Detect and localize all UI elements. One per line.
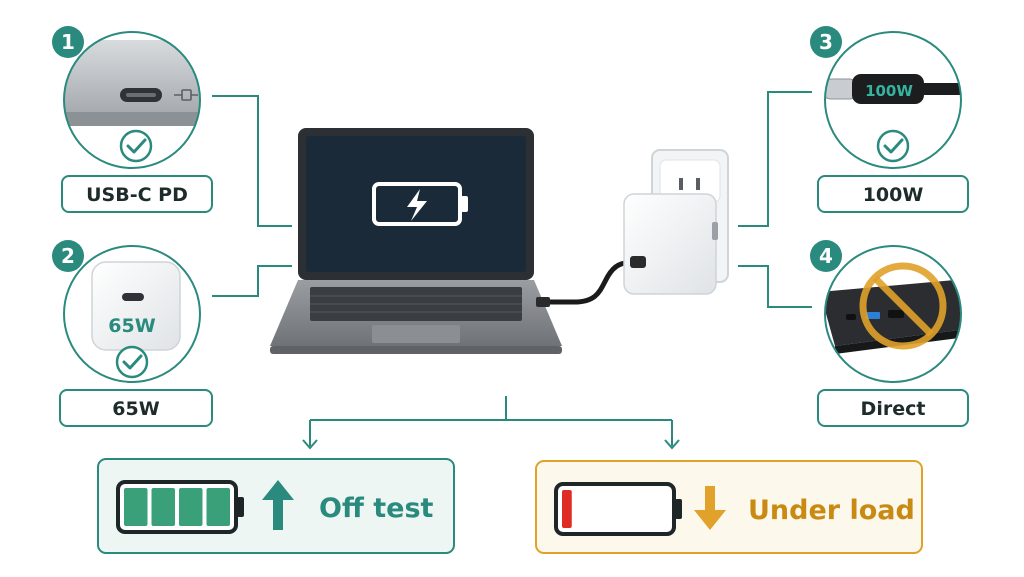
step-1-badge [52,26,84,58]
wall-charger-icon [623,149,729,295]
battery-full-icon [116,480,244,534]
charging-cable [540,259,637,305]
cable-wattage-text: 100W [865,82,913,100]
battery-cell [124,488,148,526]
connector-step-2 [212,265,292,297]
outcome-off-test-label: Off test [319,493,434,524]
check-icon [119,129,153,163]
charger-65w-illustration: 65W [91,261,181,351]
step-2-label: 65W [112,398,159,420]
step-3-group: 100W 3 100W [810,26,969,213]
cable-100w-illustration: 100W [825,74,961,104]
check-icon [115,345,149,379]
step-4-group: 4 Direct [810,240,969,427]
step-4-badge [810,240,842,272]
battery-cell [206,488,230,526]
usb-c-port-illustration [64,40,200,126]
battery-low-icon [554,482,682,536]
battery-cell [151,488,175,526]
step-2-badge [52,240,84,272]
connector-lines [212,91,812,450]
step-1-number: 1 [61,30,75,54]
split-connector [309,396,673,446]
step-1-group: 1 USB-C PD [52,26,213,213]
step-3-number: 3 [819,30,833,54]
battery-cell [179,488,203,526]
step-4-number: 4 [819,244,833,268]
outcome-under-load-label: Under load [748,495,915,526]
arrow-up-icon [262,480,294,530]
step-3-label: 100W [863,184,924,206]
step-1-label: USB-C PD [86,184,188,206]
step-3-label-box [817,175,969,213]
arrow-down-icon [694,486,726,530]
connector-step-3 [738,91,812,227]
split-arrowhead-right [664,439,680,450]
charger-wattage-text: 65W [108,315,155,337]
split-arrowhead-left [302,439,318,450]
connector-step-4 [738,265,812,308]
check-icon [876,129,910,163]
step-2-label-box [59,389,213,427]
outcome-off-test-panel: Off test [97,458,455,554]
laptop-illustration [270,128,637,354]
battery-charging-icon [372,182,468,226]
step-4-label-box [817,389,969,427]
step-2-group: 65W 2 65W [52,240,213,427]
step-2-number: 2 [61,244,75,268]
step-4-label: Direct [861,398,926,420]
no-entry-icon [859,262,947,350]
connector-step-1 [212,95,292,227]
outcome-under-load-panel: Under load [535,460,923,554]
step-1-label-box [61,175,213,213]
step-3-badge [810,26,842,58]
battery-cell [562,490,572,528]
